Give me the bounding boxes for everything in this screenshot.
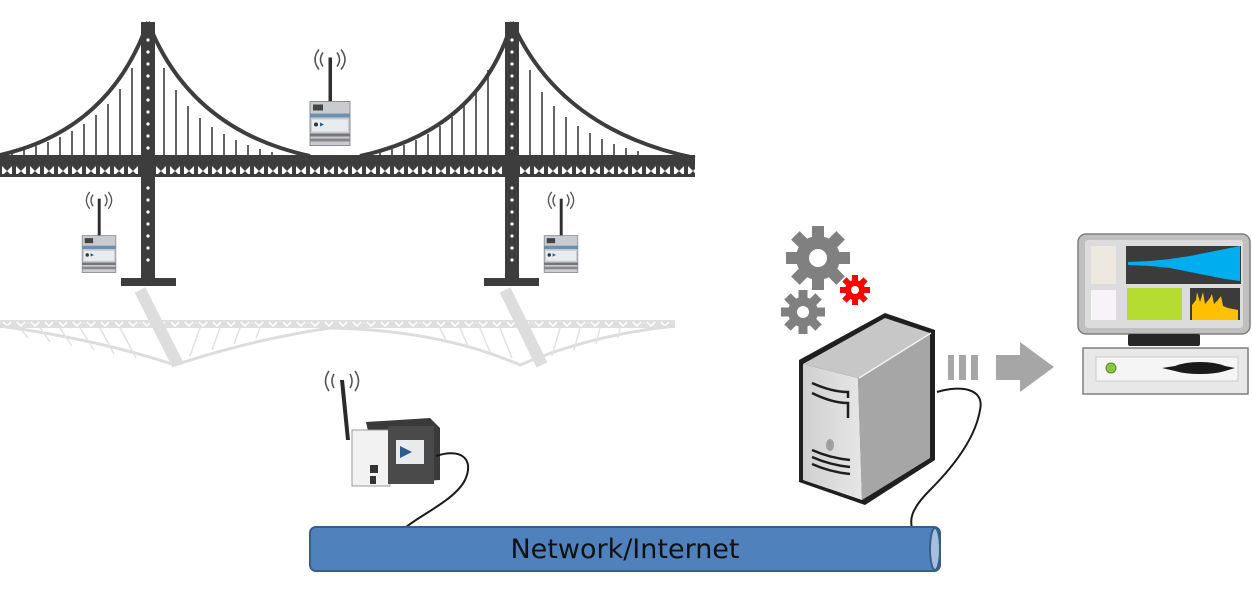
monitor-screen — [1091, 246, 1241, 320]
wireless-gateway — [324, 370, 440, 487]
bridge — [0, 21, 696, 368]
bridge-cables — [0, 21, 696, 160]
network-internet-label: Network/Internet — [510, 533, 740, 565]
disk-drive-slot — [1162, 362, 1235, 374]
monitor-stand — [1128, 334, 1200, 346]
antenna — [340, 380, 350, 440]
bridge-tower-right — [484, 22, 539, 286]
bridge-hangers — [11, 68, 639, 158]
network-pipe — [309, 526, 941, 572]
server-cable — [910, 387, 982, 529]
bridge-tower-left — [121, 22, 176, 286]
gateway-cable — [404, 452, 470, 529]
sensor-node-right-tower — [543, 191, 579, 274]
gear-red-icon — [840, 275, 870, 305]
spectrum-trace — [1192, 292, 1238, 320]
bridge-reflection — [0, 287, 676, 368]
power-led — [1105, 362, 1117, 374]
sensor-node-bridge-deck — [309, 48, 351, 147]
waveform-trace — [1128, 246, 1240, 281]
server-icon — [799, 313, 935, 505]
bridge-deck — [0, 157, 695, 175]
wireless-signal-icon — [324, 370, 360, 392]
monitoring-workstation — [1077, 233, 1251, 395]
gear-large-icon — [786, 226, 850, 290]
gear-small-icon — [781, 290, 825, 334]
gears-icon — [781, 226, 870, 334]
data-flow-arrow-icon — [948, 342, 1054, 392]
sensor-node-left-tower — [81, 191, 117, 274]
status-panel — [1127, 288, 1182, 320]
